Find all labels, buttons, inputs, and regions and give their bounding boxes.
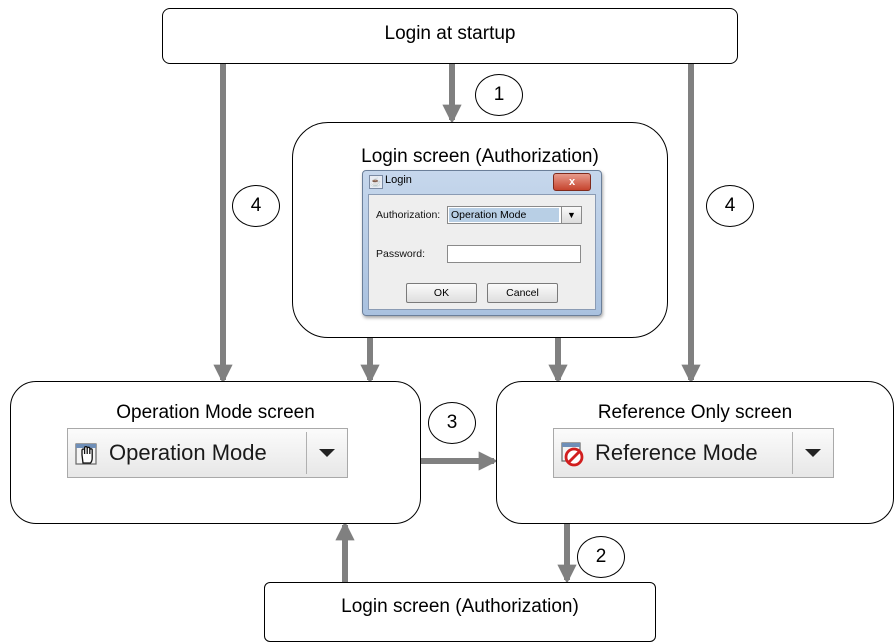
authorization-select-value: Operation Mode — [449, 208, 559, 222]
login-screen-bottom-label: Login screen (Authorization) — [341, 596, 579, 617]
chevron-down-icon: ▼ — [561, 207, 581, 223]
close-button[interactable]: x — [553, 173, 591, 191]
dialog-title: Login — [385, 174, 412, 186]
operation-mode-combo[interactable]: Operation Mode — [67, 428, 348, 478]
password-input[interactable] — [447, 245, 581, 263]
authorization-select[interactable]: Operation Mode ▼ — [447, 206, 582, 224]
no-entry-icon — [561, 442, 584, 467]
reference-only-screen-label: Reference Only screen — [597, 402, 793, 423]
step-2-label: 2 — [577, 536, 625, 578]
login-screen-label: Login screen (Authorization) — [361, 146, 599, 167]
step-4-left-label: 4 — [232, 185, 280, 227]
dialog-body: Authorization: Operation Mode ▼ Password… — [368, 194, 596, 310]
authorization-label: Authorization: — [376, 209, 441, 221]
operation-mode-screen-label: Operation Mode screen — [116, 402, 315, 423]
combo-separator — [792, 432, 793, 474]
dialog-titlebar: ☕ Login x — [363, 171, 601, 193]
connector-arrows — [213, 64, 701, 584]
reference-mode-combo[interactable]: Reference Mode — [553, 428, 834, 478]
chevron-down-icon — [805, 449, 821, 457]
java-icon: ☕ — [369, 175, 383, 189]
ok-button[interactable]: OK — [406, 283, 477, 303]
login-screen-bottom-box: Login screen (Authorization) — [264, 582, 656, 642]
cancel-button[interactable]: Cancel — [487, 283, 558, 303]
combo-separator — [306, 432, 307, 474]
operation-mode-combo-label: Operation Mode — [109, 440, 267, 465]
reference-mode-combo-label: Reference Mode — [595, 440, 758, 465]
login-at-startup-box: Login at startup — [162, 8, 738, 64]
hand-icon — [75, 443, 97, 465]
step-3-label: 3 — [428, 402, 476, 444]
chevron-down-icon — [319, 449, 335, 457]
login-dialog: ☕ Login x Authorization: Operation Mode … — [362, 170, 602, 316]
password-label: Password: — [376, 248, 426, 260]
step-4-right-label: 4 — [706, 185, 754, 227]
login-at-startup-label: Login at startup — [384, 23, 516, 44]
step-1-label: 1 — [475, 74, 523, 116]
